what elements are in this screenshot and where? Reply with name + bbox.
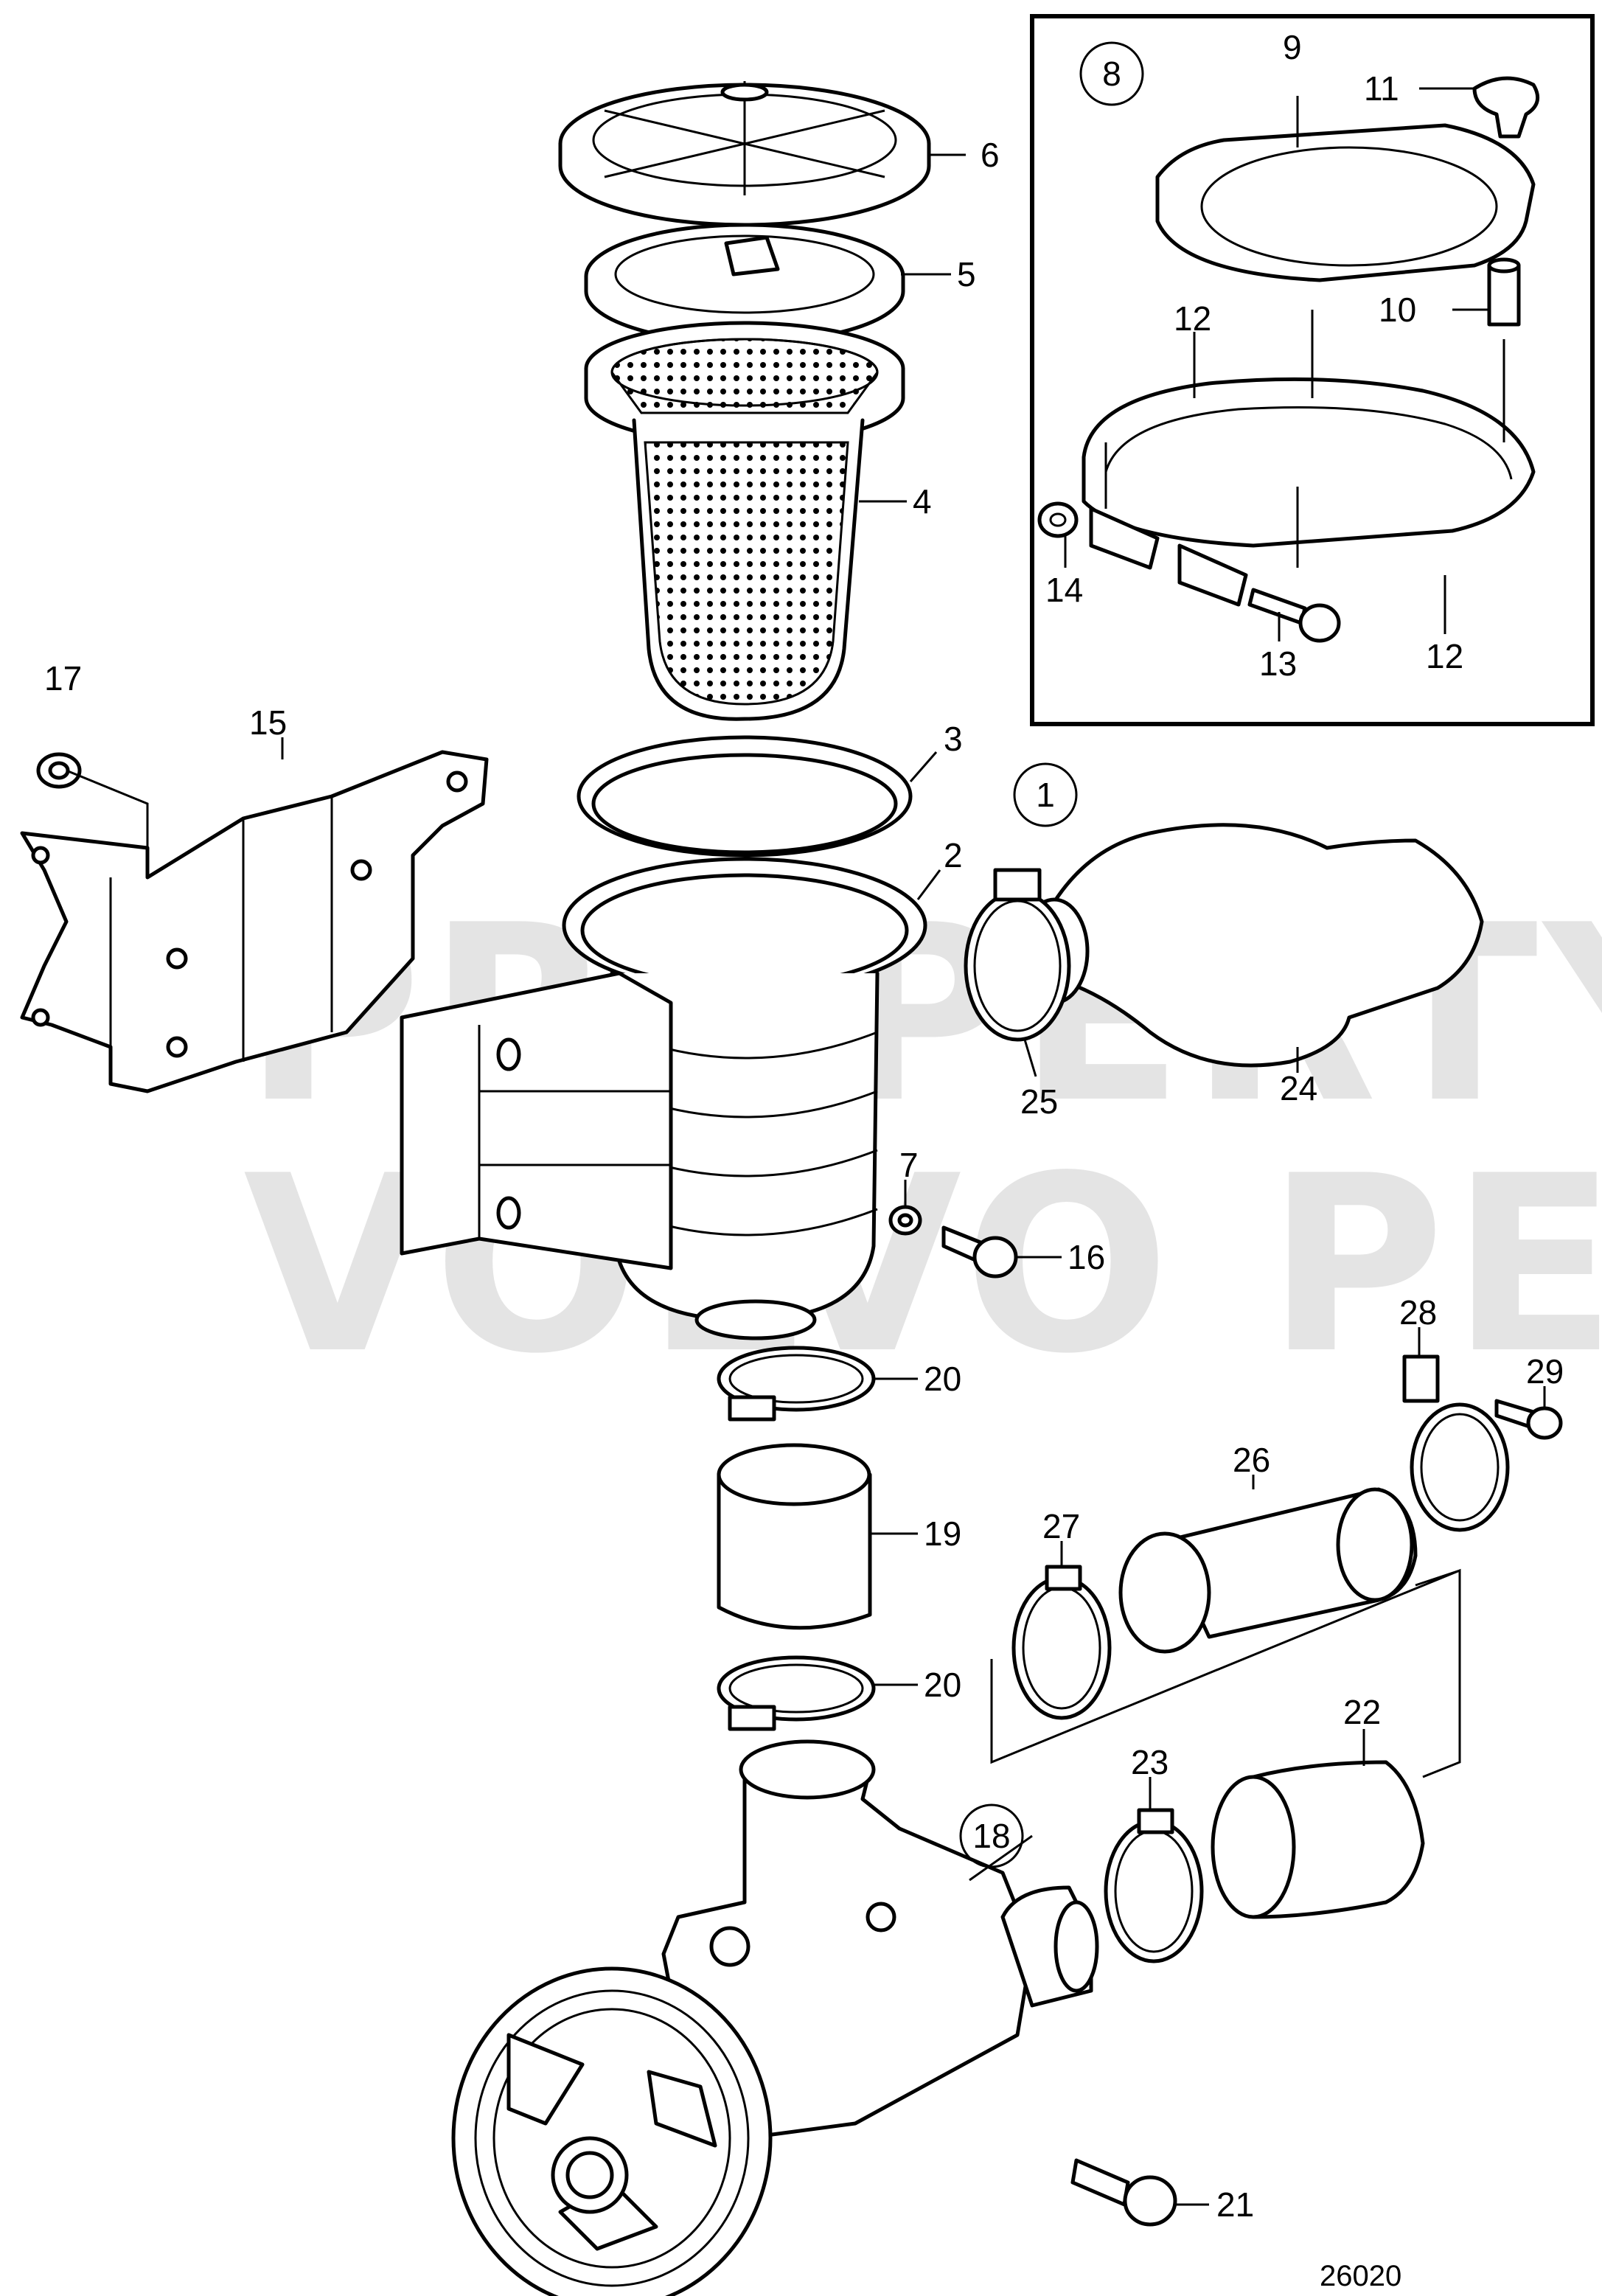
callout-22: 22 — [1343, 1693, 1381, 1731]
hose-clamp-part-20-lower — [717, 1655, 876, 1731]
callout-11: 11 — [1364, 69, 1399, 108]
callout-26: 26 — [1233, 1441, 1270, 1479]
cover-plate-part-5 — [584, 223, 905, 345]
callout-24: 24 — [1280, 1069, 1317, 1107]
mounting-plate-part-9 — [1155, 123, 1536, 282]
filter-housing-part-1 — [400, 857, 927, 1340]
hose-part-19 — [717, 1443, 872, 1630]
nut-part-14 — [1037, 501, 1079, 538]
hose-clamp-part-25 — [964, 868, 1071, 1042]
grommet-part-17 — [36, 752, 82, 789]
callout-17: 17 — [44, 659, 82, 698]
callout-1: 1 — [1036, 776, 1055, 814]
knob-part-11 — [1472, 76, 1540, 139]
leader-lines — [66, 87, 1546, 2206]
screw-part-13 — [1247, 588, 1341, 643]
spacer-part-10 — [1487, 257, 1521, 327]
callout-8: 8 — [1102, 55, 1121, 93]
callout-9: 9 — [1283, 28, 1302, 66]
callout-20-lower: 20 — [924, 1666, 961, 1704]
callout-14: 14 — [1045, 571, 1083, 609]
ring-bracket-part-12 — [1082, 310, 1536, 607]
callout-15: 15 — [249, 703, 287, 742]
pulley — [451, 1966, 773, 2296]
callout-12-top: 12 — [1174, 299, 1211, 338]
callout-6: 6 — [981, 136, 1000, 174]
callout-21: 21 — [1216, 2185, 1254, 2224]
callout-27: 27 — [1042, 1507, 1080, 1545]
callout-25: 25 — [1020, 1082, 1058, 1121]
callout-2: 2 — [944, 836, 963, 874]
hose-clamp-part-27 — [1011, 1565, 1112, 1720]
bolt-part-21 — [1070, 2158, 1177, 2227]
hose-part-26 — [1118, 1487, 1418, 1654]
callout-7: 7 — [899, 1146, 919, 1184]
bolt-part-16 — [941, 1225, 1018, 1279]
callout-13: 13 — [1259, 644, 1297, 683]
callout-28: 28 — [1399, 1293, 1437, 1332]
grouping-bracket — [990, 1568, 1461, 1778]
callout-18: 18 — [972, 1817, 1010, 1855]
seal-ring-part-3 — [577, 735, 913, 857]
strainer-basket-part-4 — [584, 321, 905, 721]
washer-part-7 — [888, 1205, 922, 1236]
callout-19: 19 — [924, 1514, 961, 1553]
hose-clamp-part-23 — [1104, 1808, 1204, 1963]
callout-5: 5 — [957, 255, 976, 293]
callout-3: 3 — [944, 720, 963, 758]
circled-callouts: 1 8 18 — [959, 41, 1144, 1868]
callout-10: 10 — [1379, 291, 1416, 329]
water-pump-part-18 — [661, 1739, 1099, 2140]
callout-20-upper: 20 — [924, 1360, 961, 1398]
callout-29: 29 — [1526, 1352, 1564, 1391]
clip-part-28 — [1402, 1354, 1510, 1532]
hose-part-22 — [1211, 1760, 1425, 1919]
callout-23: 23 — [1131, 1743, 1169, 1781]
callout-4: 4 — [913, 482, 932, 521]
callout-16: 16 — [1068, 1238, 1105, 1276]
lid-part-6 — [558, 81, 931, 227]
callout-labels: 6 5 4 3 2 25 24 7 16 15 17 20 19 20 21 2… — [44, 28, 1564, 2224]
callout-12-bottom: 12 — [1426, 637, 1463, 675]
bracket-part-15 — [20, 750, 489, 1093]
hose-clamp-part-20-upper — [717, 1346, 876, 1422]
inset-frame — [1030, 14, 1595, 726]
drawing-reference-number: 26020 — [1320, 2260, 1401, 2292]
